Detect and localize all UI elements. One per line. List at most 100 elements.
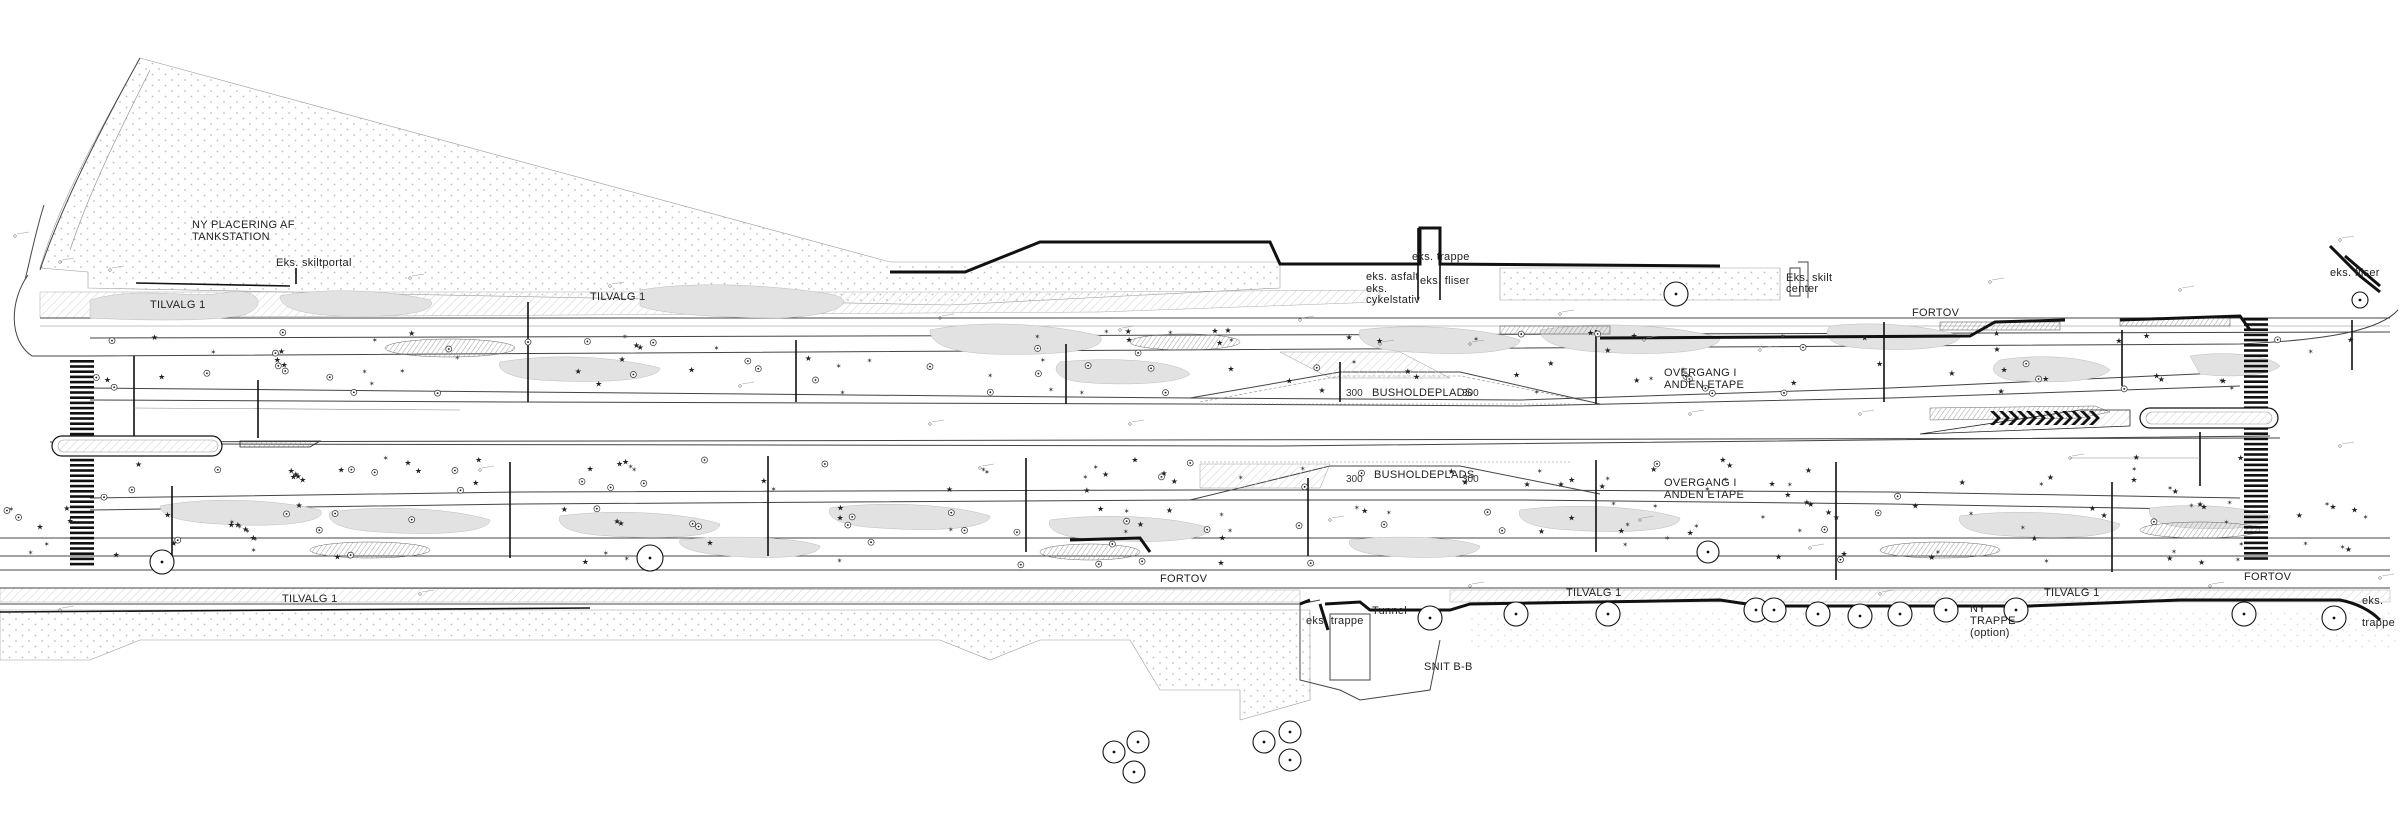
shrub-cross: ✶: [1124, 507, 1130, 515]
zebra-stripe: [70, 536, 94, 540]
shrub-star: ★: [2133, 453, 2140, 462]
shrub-star: ★: [1568, 476, 1575, 485]
elevation-point: [1468, 584, 1472, 588]
shrub-center: [176, 539, 179, 542]
shrub-cross: ✶: [2324, 501, 2330, 509]
shrub-star: ★: [2130, 476, 2137, 485]
shrub-cross: ✶: [2227, 499, 2233, 507]
shrub-center: [410, 518, 413, 521]
shrub-star: ★: [1102, 470, 1109, 479]
shrub-center: [1303, 485, 1306, 488]
shrub-star: ★: [1861, 333, 1868, 342]
shrub-center: [328, 376, 331, 379]
shrub-cross: ✶: [2020, 524, 2026, 532]
label-stop-code-4: 300: [1462, 474, 1479, 485]
shrub-center: [130, 488, 133, 491]
tree-trunk: [1112, 750, 1116, 754]
shrub-cross: ✶: [1680, 366, 1686, 374]
shrub-star: ★: [1227, 364, 1234, 373]
shrub-star: ★: [2001, 365, 2008, 374]
shrub-cross: ✶: [984, 469, 990, 477]
shrub-star: ★: [63, 504, 70, 513]
shrub-cross: ✶: [2044, 558, 2050, 566]
shrub-star: ★: [1462, 478, 1469, 487]
shrub-cross: ✶: [1082, 474, 1088, 482]
shrub-cross: ✶: [2303, 540, 2309, 548]
shrub-cross: ✶: [2218, 377, 2224, 385]
shrub-cross: ✶: [1040, 357, 1046, 365]
zebra-stripe: [2244, 432, 2268, 435]
shrub-star: ★: [1224, 326, 1231, 335]
shrub-star: ★: [1993, 329, 2000, 338]
shrub-star: ★: [1604, 346, 1611, 355]
elevation-tick: [1691, 409, 1705, 413]
shrub-cross: ✶: [1534, 389, 1540, 397]
shrub-center: [697, 525, 700, 528]
shrub-center: [929, 365, 931, 368]
shrub-center: [1125, 520, 1128, 523]
shrub-star: ★: [2347, 336, 2354, 345]
elevation-tick: [1471, 339, 1485, 343]
shrub-star: ★: [1217, 559, 1224, 568]
elevation-tick: [1561, 309, 1575, 313]
shrub-star: ★: [234, 520, 241, 529]
shrub-star: ★: [637, 343, 644, 352]
zebra-stripe: [2244, 349, 2268, 352]
zebra-stripe: [2244, 526, 2268, 529]
shrub-center: [1383, 523, 1386, 526]
shrub-star: ★: [242, 525, 249, 534]
shrub-star: ★: [295, 472, 302, 481]
label-eks-asfalt-2: eks.: [1366, 283, 1387, 295]
shrub-center: [95, 376, 98, 379]
trees: [149, 281, 2369, 784]
shrub-cross: ✶: [1238, 474, 1244, 482]
hatched-beds: [309, 317, 2261, 561]
shrub-cross: ✶: [1048, 386, 1054, 394]
label-tilvalg-1-top-mid: TILVALG 1: [590, 291, 645, 303]
label-tilvalg-1-top-left: TILVALG 1: [150, 299, 205, 311]
chevron-mark: [2080, 411, 2091, 425]
zebra-stripe: [70, 531, 94, 535]
tree-trunk: [1132, 770, 1136, 774]
elevation-point: [418, 592, 422, 596]
zebra-stripe: [2244, 479, 2268, 482]
elevation-tick: [931, 419, 945, 423]
shrub-center: [111, 339, 113, 342]
shrub-cross: ✶: [28, 549, 34, 557]
elevation-point: [1468, 342, 1472, 346]
shrub-center: [950, 511, 953, 514]
tree-trunk: [2242, 612, 2246, 616]
shrub-star: ★: [1618, 527, 1625, 536]
elevation-tick: [16, 231, 30, 235]
shrub-star: ★: [582, 557, 589, 566]
shrub-center: [1309, 562, 1312, 565]
zebra-stripe: [2244, 396, 2268, 399]
tree-trunk: [1858, 614, 1862, 618]
shrub-star: ★: [1719, 456, 1726, 465]
zebra-stripe: [70, 542, 94, 545]
shrub-star: ★: [575, 367, 582, 376]
elevation-point: [1638, 518, 1642, 522]
shrub-star: ★: [619, 355, 626, 364]
shrub-star: ★: [1928, 553, 1935, 562]
shrub-cross: ✶: [1093, 464, 1099, 472]
elevation-tick: [1471, 581, 1485, 585]
shrub-cross: ✶: [2223, 518, 2229, 526]
shrub-cross: ✶: [2167, 484, 2173, 492]
shrub-star: ★: [1523, 480, 1530, 489]
zebra-stripe: [70, 386, 94, 389]
zebra-stripe: [70, 375, 94, 379]
shrub-star: ★: [1361, 506, 1368, 515]
shrub-cross: ✶: [362, 368, 368, 376]
shrub-star: ★: [1538, 527, 1545, 536]
zebra-stripe: [70, 505, 94, 509]
zebra-stripe: [70, 360, 94, 363]
zebra-stripe: [2244, 437, 2268, 441]
shrub-star: ★: [805, 354, 812, 363]
shrub-cross: ✶: [251, 547, 257, 555]
elevation-tick: [2071, 453, 2085, 457]
shrub-star: ★: [1631, 332, 1638, 341]
zebra-stripe: [70, 521, 94, 524]
elevation-tick: [1131, 419, 1145, 423]
shrub-center: [596, 507, 598, 510]
